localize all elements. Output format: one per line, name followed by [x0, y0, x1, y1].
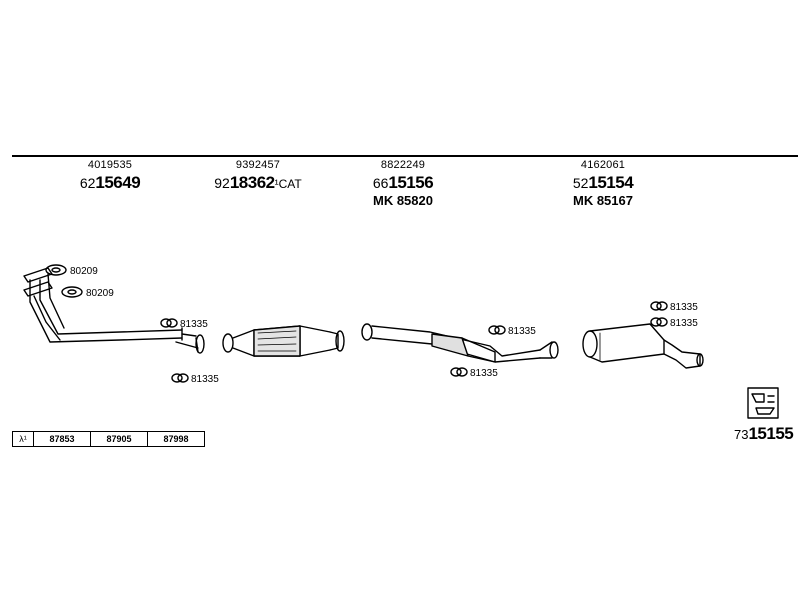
- part-rear-silencer[interactable]: 4162061 5215154 MK 85167: [533, 159, 673, 208]
- callout-label: 80209: [86, 288, 114, 299]
- part-middle-silencer[interactable]: 8822249 6615156 MK 85820: [333, 159, 473, 208]
- code-cell[interactable]: 87853: [33, 432, 90, 446]
- callout-label: 80209: [70, 266, 98, 277]
- part-number: 6215649: [79, 173, 141, 192]
- mounting-kit-number: MK 85167: [573, 193, 633, 208]
- catalytic-converter-drawing[interactable]: [222, 325, 345, 357]
- callout-label: 81335: [670, 302, 698, 313]
- front-pipe-drawing[interactable]: [23, 267, 205, 354]
- header-rule: [12, 155, 798, 157]
- part-ref: 4019535: [87, 159, 133, 171]
- callout-label: 81335: [508, 326, 536, 337]
- lambda-cell: λ¹: [19, 434, 27, 444]
- part-number: 5215154: [572, 173, 634, 192]
- middle-silencer-drawing[interactable]: [361, 323, 559, 363]
- gasket-icon[interactable]: [45, 264, 83, 298]
- part-ref: 4162061: [580, 159, 626, 171]
- callout-label: 81335: [670, 318, 698, 329]
- mounting-kit-number: MK 85820: [373, 193, 433, 208]
- rear-silencer-drawing[interactable]: [582, 323, 704, 369]
- part-ref: 9392457: [235, 159, 281, 171]
- code-bar: λ¹ 87853 87905 87998: [12, 431, 205, 447]
- clamp-icon[interactable]: [160, 301, 668, 383]
- part-catalytic-converter[interactable]: 9392457 9218362¹CAT: [188, 160, 328, 192]
- part-front-pipe[interactable]: 4019535 6215649: [40, 160, 180, 192]
- callout-label: 81335: [191, 374, 219, 385]
- code-cell[interactable]: 87998: [147, 432, 204, 446]
- mounting-kit-icon: [747, 387, 779, 419]
- callout-label: 81335: [180, 319, 208, 330]
- callout-label: 81335: [470, 368, 498, 379]
- code-cell[interactable]: 87905: [90, 432, 147, 446]
- part-number: 6615156: [372, 173, 434, 192]
- part-number: 9218362¹CAT: [214, 173, 302, 192]
- part-ref: 8822249: [380, 159, 426, 171]
- kit-number[interactable]: 7315155: [734, 424, 794, 443]
